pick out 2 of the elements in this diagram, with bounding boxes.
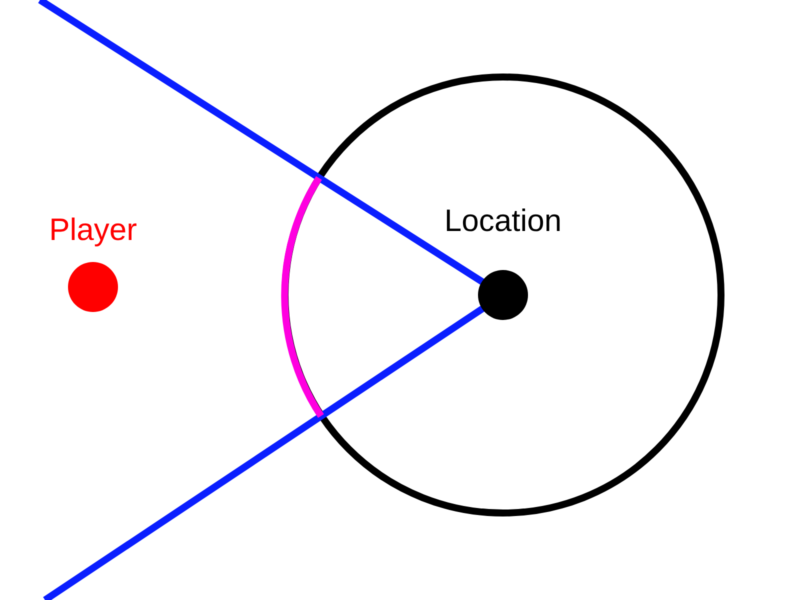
player-label: Player [49, 212, 137, 248]
location-label: Location [444, 203, 562, 239]
